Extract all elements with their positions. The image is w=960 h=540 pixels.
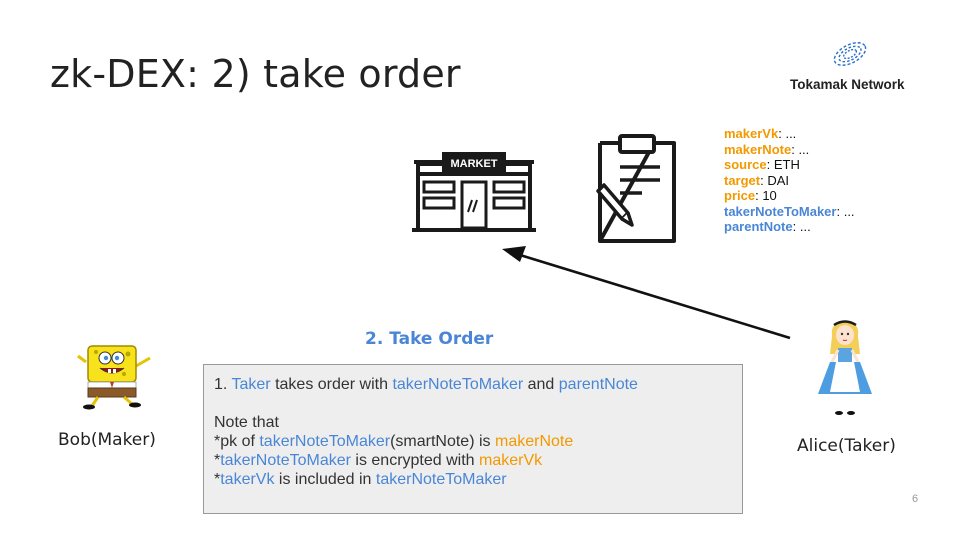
slide-title: zk-DEX: 2) take order bbox=[50, 52, 461, 96]
note-line-2: Note that bbox=[214, 414, 279, 431]
note-line-4: *takerNoteToMaker is encrypted with make… bbox=[214, 452, 543, 469]
order-field-parent-note: parentNote: ... bbox=[724, 219, 811, 234]
step-title: 2. Take Order bbox=[365, 329, 494, 349]
note-line-5: *takerVk is included in takerNoteToMaker bbox=[214, 471, 507, 488]
note-line-3: *pk of takerNoteToMaker(smartNote) is ma… bbox=[214, 433, 574, 450]
note-box: 1. Taker takes order with takerNoteToMak… bbox=[203, 364, 743, 514]
alice-character-icon bbox=[818, 320, 872, 415]
maker-label: Bob(Maker) bbox=[58, 430, 156, 450]
order-fields-list: makerVk: ... makerNote: ... source: ETH … bbox=[724, 126, 855, 235]
market-building-icon: MARKET bbox=[412, 152, 536, 232]
taker-label: Alice(Taker) bbox=[797, 436, 896, 456]
order-field-target: target: DAI bbox=[724, 172, 790, 188]
order-field-maker-note: makerNote: ... bbox=[724, 141, 810, 157]
tokamak-swirl-icon bbox=[833, 42, 867, 66]
order-field-source: source: ETH bbox=[724, 157, 800, 172]
order-field-taker-note-to-maker: takerNoteToMaker: ... bbox=[724, 203, 855, 219]
order-field-maker-vk: makerVk: ... bbox=[724, 126, 797, 141]
order-field-price: price: 10 bbox=[724, 188, 777, 203]
logo-text: Tokamak Network bbox=[790, 77, 905, 92]
market-sign-text: MARKET bbox=[450, 158, 497, 170]
spongebob-character-icon bbox=[77, 345, 151, 410]
clipboard-pen-icon bbox=[596, 134, 676, 243]
page-number: 6 bbox=[912, 493, 919, 505]
note-line-1: 1. Taker takes order with takerNoteToMak… bbox=[214, 376, 638, 393]
